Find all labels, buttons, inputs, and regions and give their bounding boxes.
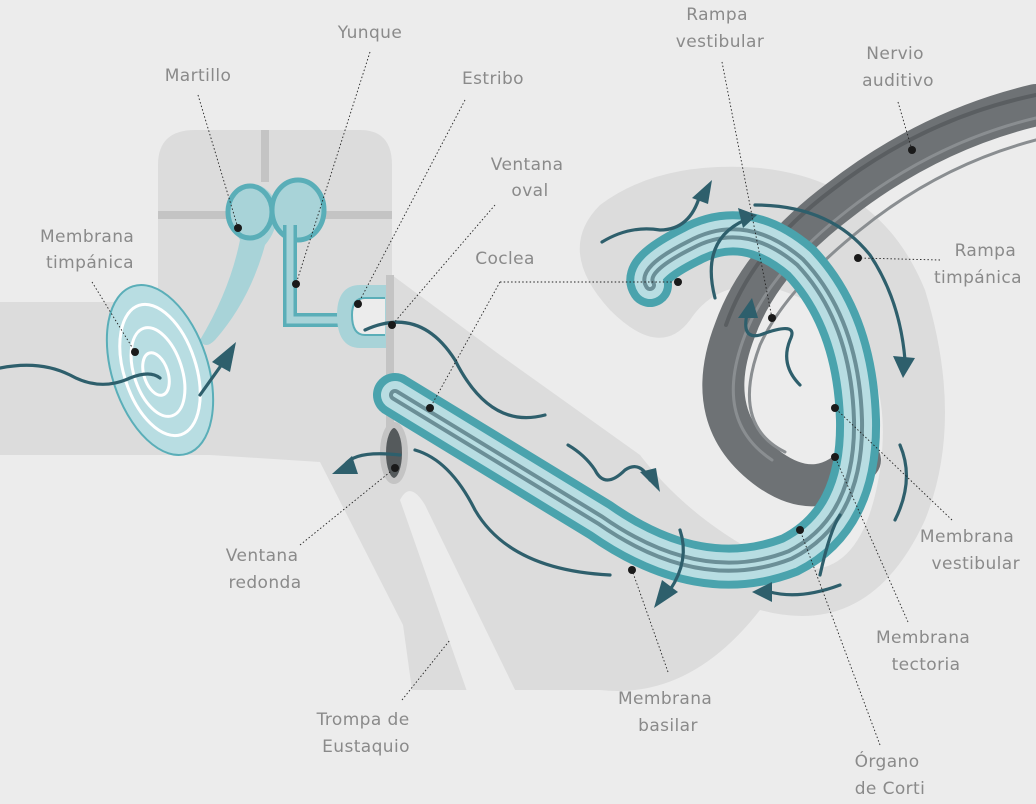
label-trompa-de-eustaquio: Trompa de Eustaquio [316,710,416,757]
label-martillo: Martillo [165,66,232,86]
label-ventana-oval: Ventana oval [491,155,569,201]
label-estribo: Estribo [462,69,524,89]
label-nervio-auditivo: Nervio auditivo [862,44,934,91]
label-membrana-vestibular: Membrana vestibular [920,527,1020,574]
label-membrana-timpanica: Membrana timpánica [40,227,140,273]
label-membrana-tectoria: Membrana tectoria [876,628,976,675]
label-coclea: Coclea [475,249,535,269]
label-yunque: Yunque [337,23,402,43]
label-membrana-basilar: Membrana basilar [618,689,718,736]
label-rampa-vestibular: Rampa vestibular [676,5,764,52]
incus [272,180,324,240]
label-organo-de-corti: Órgano de Corti [855,750,926,799]
label-ventana-redonda: Ventana redonda [226,546,304,593]
label-rampa-timpanica: Rampa timpánica [934,241,1022,288]
